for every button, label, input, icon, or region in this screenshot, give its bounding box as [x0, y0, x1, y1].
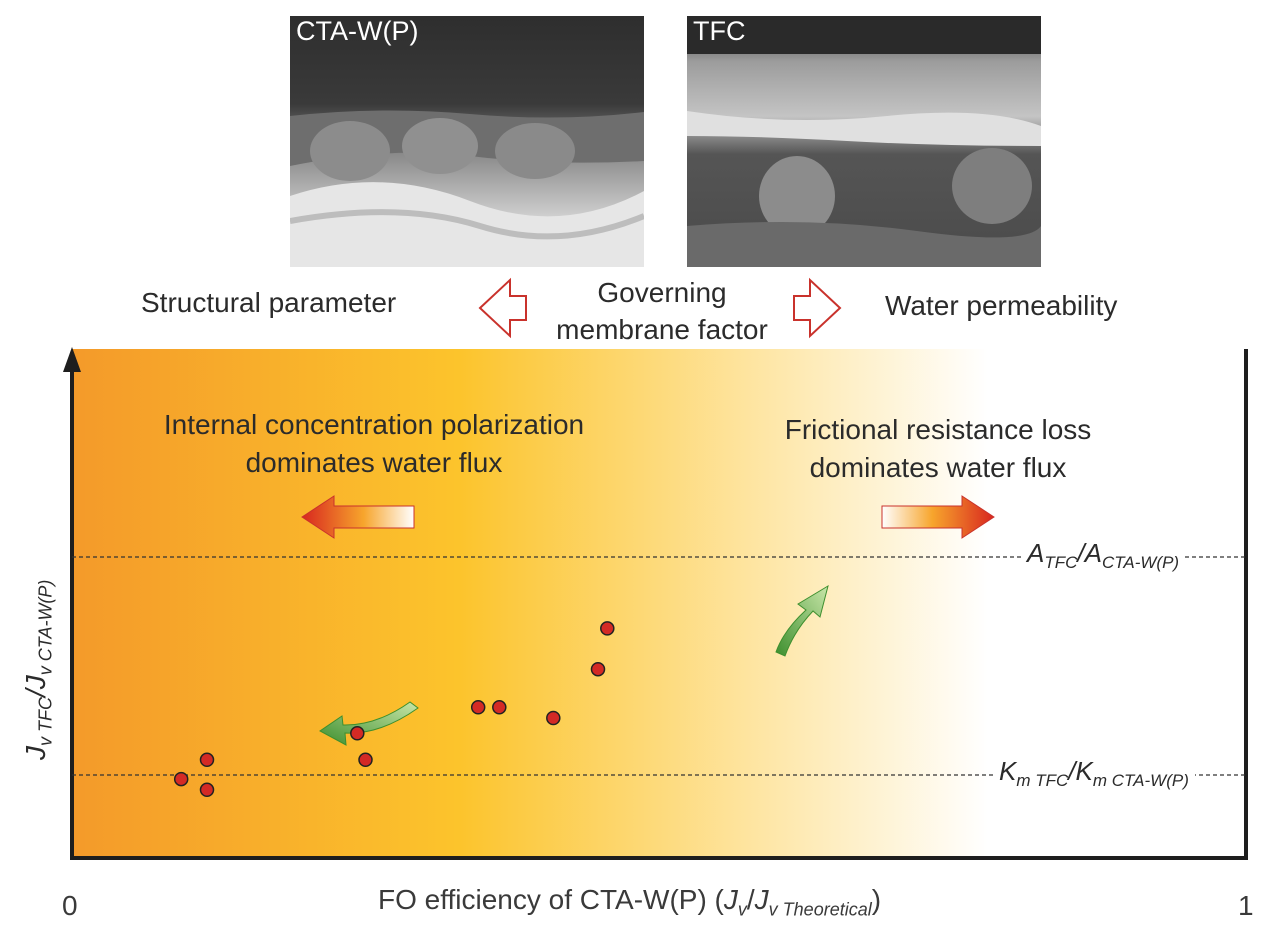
- structural-parameter-label: Structural parameter: [141, 287, 397, 318]
- data-point-7: [492, 700, 507, 715]
- water-permeability-label: Water permeability: [885, 290, 1118, 321]
- sem-label-cta: CTA-W(P): [296, 16, 419, 46]
- data-points: [173, 621, 615, 798]
- governing-factor-line-1: Governing: [597, 277, 727, 308]
- data-point-8: [546, 710, 561, 726]
- y-axis-arrowhead-icon: [63, 347, 81, 372]
- data-point-3: [199, 782, 215, 798]
- factor-arrow-right-icon: [793, 277, 842, 339]
- data-point-6: [470, 700, 486, 715]
- x-tick-max: 1: [1238, 890, 1254, 921]
- a-ratio-label: ATFC/ACTA-W(P): [1021, 534, 1186, 578]
- frictional-region-line-2: dominates water flux: [809, 452, 1067, 483]
- data-point-2: [199, 752, 215, 768]
- km-ratio-label: Km TFC/Km CTA-W(P): [993, 752, 1195, 796]
- data-point-4: [350, 726, 365, 741]
- frictional-region-label: Frictional resistance loss dominates wat…: [738, 411, 1138, 487]
- sem-image-cta: CTA-W(P): [290, 16, 644, 267]
- x-tick-min: 0: [62, 890, 78, 921]
- governing-factor-line-2: membrane factor: [556, 314, 768, 345]
- sem-image-tfc: TFC: [687, 16, 1041, 267]
- icp-region-line-1: Internal concentration polarization: [163, 409, 585, 440]
- factor-arrows: [478, 277, 842, 339]
- sem-label-tfc: TFC: [693, 16, 746, 46]
- y-axis-label: Jv TFC/Jv CTA-W(P): [20, 579, 56, 760]
- frictional-region-line-1: Frictional resistance loss: [784, 414, 1092, 445]
- red-arrow-left-icon: [301, 495, 415, 539]
- x-axis-label: FO efficiency of CTA-W(P) (Jv/Jv Theoret…: [378, 884, 882, 920]
- data-point-10: [600, 621, 615, 636]
- icp-region-line-2: dominates water flux: [245, 447, 503, 478]
- governing-factor-label: Governing membrane factor: [520, 274, 804, 348]
- factor-arrow-left-icon: [478, 277, 527, 339]
- green-arrow-right-icon: [775, 584, 829, 657]
- icp-region-label: Internal concentration polarization domi…: [124, 406, 624, 482]
- green-arrow-left-icon: [319, 701, 419, 746]
- data-point-9: [590, 661, 606, 677]
- red-arrow-right-icon: [881, 495, 995, 539]
- data-point-5: [358, 752, 373, 768]
- data-point-1: [173, 771, 189, 787]
